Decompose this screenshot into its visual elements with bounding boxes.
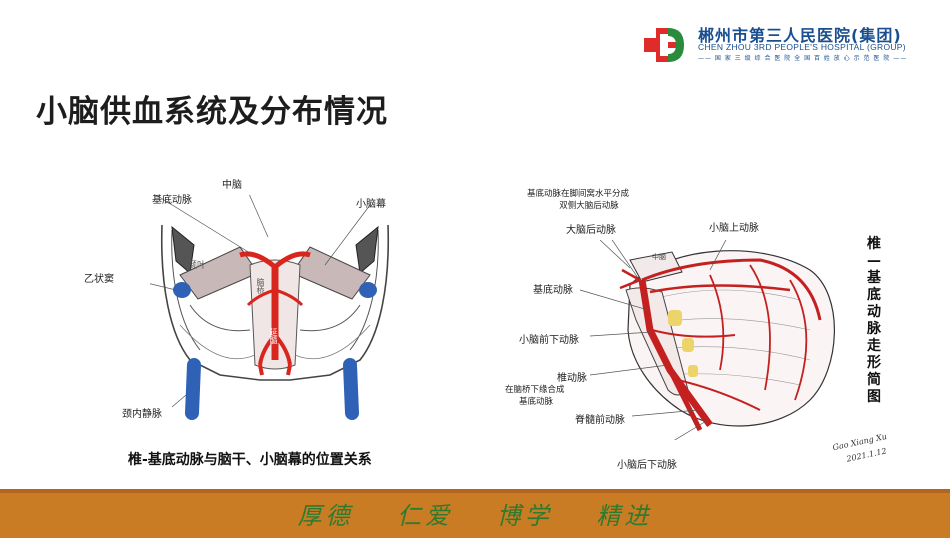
label-vertebral: 椎动脉 xyxy=(557,373,587,384)
label-midbrain-left: 中脑 xyxy=(222,180,242,191)
hospital-name-cn: 郴州市第三人民医院(集团) xyxy=(698,26,902,45)
label-pons: 脑桥 xyxy=(256,278,265,294)
label-pica: 小脑后下动脉 xyxy=(617,460,677,471)
label-sca: 小脑上动脉 xyxy=(709,223,759,234)
right-artery-illustration xyxy=(579,240,835,440)
label-jugular-vein: 颈内静脉 xyxy=(122,409,162,420)
label-midbrain-right: 中脑 xyxy=(652,253,666,261)
label-basilar-left: 基底动脉 xyxy=(152,195,192,206)
label-merge-line2: 基底动脉 xyxy=(519,397,554,407)
hospital-tagline: —— 国 家 三 级 综 合 医 院 全 国 百 姓 放 心 示 范 医 院 —… xyxy=(698,55,908,62)
label-basilar-split-line2: 双侧大脑后动脉 xyxy=(559,201,619,211)
signature: Gao Xiang Xu 2021.1.12 xyxy=(832,432,902,472)
label-pca: 大脑后动脉 xyxy=(566,225,616,236)
label-merge-line1: 在脑桥下缘合成 xyxy=(505,385,565,395)
label-basilar-split-line1: 基底动脉在脚间窝水平分成 xyxy=(527,189,630,199)
label-medulla: 延髓 xyxy=(269,328,278,344)
footer-bar xyxy=(0,489,950,538)
hospital-logo-icon xyxy=(644,28,684,62)
label-temporal-lobe: 颞叶 xyxy=(188,261,207,271)
label-aica: 小脑前下动脉 xyxy=(519,335,579,346)
label-sigmoid-sinus: 乙状窦 xyxy=(84,274,114,285)
label-basilar-right: 基底动脉 xyxy=(533,285,573,296)
label-merge: 在脑桥下缘合成 基底动脉 xyxy=(505,384,565,408)
left-anatomy-illustration xyxy=(150,195,390,420)
right-figure-vertical-title: 椎—基底动脉走形简图 xyxy=(867,236,881,405)
label-tentorium: 小脑幕 xyxy=(356,199,386,210)
left-figure-caption: 椎-基底动脉与脑干、小脑幕的位置关系 xyxy=(128,452,372,468)
label-basilar-split: 基底动脉在脚间窝水平分成 双侧大脑后动脉 xyxy=(527,188,629,212)
hospital-name-en: CHEN ZHOU 3RD PEOPLE'S HOSPITAL (GROUP) xyxy=(698,42,906,52)
footer-motto: 厚德 仁爱 博学 精进 xyxy=(297,502,653,530)
page-title: 小脑供血系统及分布情况 xyxy=(36,94,388,130)
label-asa: 脊髓前动脉 xyxy=(575,415,625,426)
